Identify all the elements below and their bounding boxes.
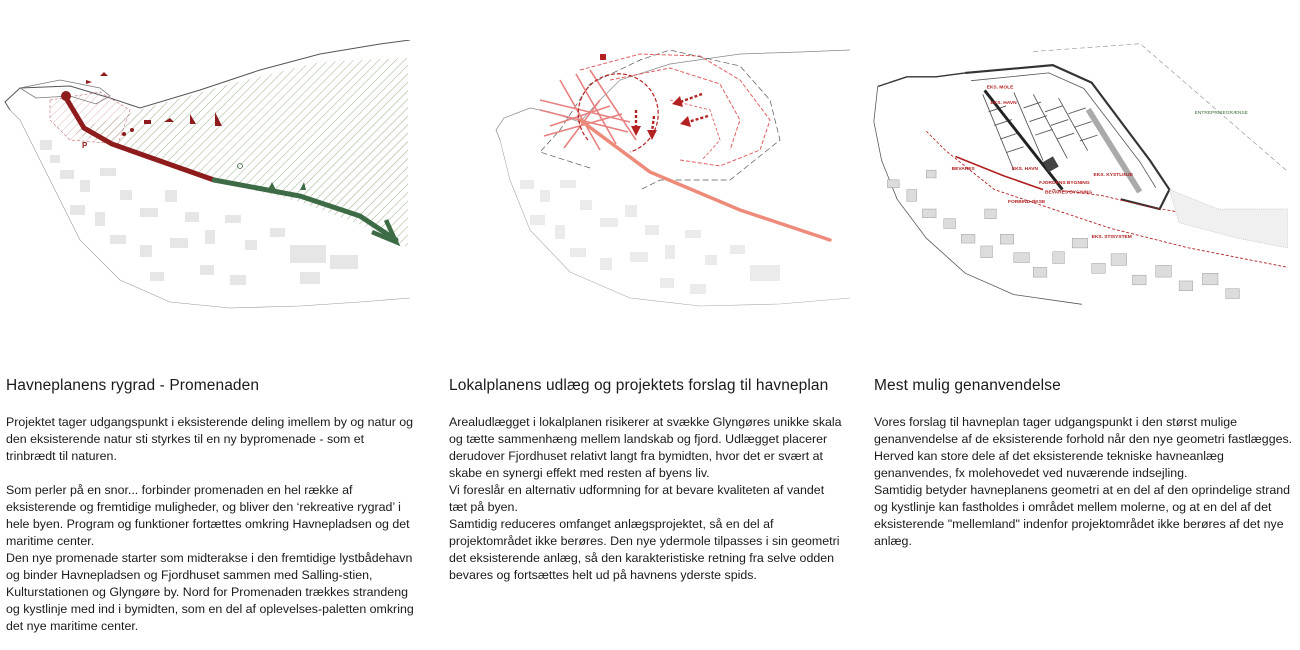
map-lokalplan bbox=[440, 40, 860, 310]
label-bevares: BEVARES bbox=[952, 166, 976, 172]
column-paragraph: Projektet tager udgangspunkt i eksistere… bbox=[6, 415, 414, 463]
coastline bbox=[4, 40, 411, 111]
program-icons: P bbox=[82, 72, 222, 150]
pontoons bbox=[982, 92, 1098, 171]
fjordhus-building bbox=[1042, 156, 1059, 173]
town-buildings bbox=[887, 169, 1240, 299]
lokalplan-extent bbox=[579, 53, 771, 167]
promenade-line bbox=[578, 118, 832, 242]
column-title: Lokalplanens udlæg og projektets forslag… bbox=[449, 377, 829, 394]
label-eks-kystlinje: EKS. KYSTLINJE bbox=[1094, 172, 1134, 178]
swimmer-icon bbox=[164, 118, 174, 122]
column-paragraph: Den nye promenade starter som midterakse… bbox=[6, 551, 414, 633]
label-bevares-bygning: BEVARES BYGNING bbox=[1045, 189, 1092, 195]
column-paragraph: Samtidig betyder havneplanens geometri a… bbox=[874, 483, 1291, 548]
inner-mole bbox=[971, 72, 1157, 188]
red-boundary bbox=[926, 130, 1288, 268]
column-paragraph: Samtidig reduceres omfanget anlægsprojek… bbox=[449, 517, 840, 582]
central-pier bbox=[983, 89, 1064, 191]
long-building bbox=[1085, 107, 1143, 194]
kiosk-icon bbox=[144, 120, 151, 124]
person-icon bbox=[130, 128, 134, 132]
column-promenade: Havneplanens rygrad - Promenaden Projekt… bbox=[6, 376, 416, 635]
person-icon bbox=[122, 132, 126, 136]
promenade-diagram: P bbox=[4, 40, 411, 309]
label-eks-mole: EKS. MOLE bbox=[987, 84, 1014, 90]
movement-arrows bbox=[631, 92, 709, 140]
column-title: Havneplanens rygrad - Promenaden bbox=[6, 377, 260, 394]
label-eks-havn-2: EKS. HAVN bbox=[1012, 166, 1039, 172]
coast-west bbox=[873, 86, 1082, 305]
lokalplan-extent-3 bbox=[669, 99, 721, 161]
town-buildings bbox=[520, 180, 780, 294]
label-forbind-okse: FORBIND ØKSE bbox=[1008, 199, 1046, 205]
column-lokalplan: Lokalplanens udlæg og projektets forslag… bbox=[449, 376, 844, 584]
label-fjordens-bygning: FJORDENS BYGNING bbox=[1039, 180, 1090, 186]
nature-icons bbox=[237, 163, 306, 190]
promenade-arrow bbox=[371, 219, 401, 247]
land-edge bbox=[9, 109, 411, 309]
label-entreprisegraense: ENTREPRISEGRÆNSE bbox=[1195, 110, 1249, 116]
fish-icon bbox=[86, 80, 92, 84]
column-paragraph: Vi foreslår en alternativ udformning for… bbox=[449, 483, 825, 514]
coastline bbox=[877, 72, 966, 88]
map-promenade: P bbox=[0, 40, 420, 310]
tree-icon bbox=[268, 182, 276, 190]
column-paragraph: Arealudlægget i lokalplanen risikerer at… bbox=[449, 415, 842, 480]
bike-icon bbox=[237, 163, 243, 169]
project-boundary bbox=[539, 49, 781, 191]
column-genanvendelse: Mest mulig genanvendelse Vores forslag t… bbox=[874, 376, 1299, 550]
coastline bbox=[495, 49, 851, 141]
label-eks-havn: EKS. HAVN bbox=[991, 100, 1018, 106]
lokalplan-extent-2 bbox=[609, 67, 741, 151]
promenade-start bbox=[61, 91, 71, 101]
column-paragraph: Vores forslag til havneplan tager udgang… bbox=[874, 415, 1293, 480]
town-buildings bbox=[40, 140, 358, 285]
person-walking-icon bbox=[300, 182, 306, 190]
parking-icon: P bbox=[82, 141, 88, 150]
harbour-zone bbox=[49, 91, 131, 145]
coastal-zone bbox=[1169, 189, 1288, 249]
sailboat-icon bbox=[190, 114, 196, 124]
pier-structure bbox=[539, 69, 637, 151]
lokalplan-diagram bbox=[495, 49, 851, 307]
fjordhus-marker bbox=[600, 54, 606, 60]
plane-icon bbox=[100, 72, 108, 76]
entreprise-boundary bbox=[1033, 43, 1287, 171]
map-genanvendelse: EKS. MOLE EKS. HAVN ENTREPRISEGRÆNSE BEV… bbox=[868, 40, 1288, 310]
label-eks-stisystem: EKS. STISYSTEM bbox=[1092, 234, 1132, 240]
column-title: Mest mulig genanvendelse bbox=[874, 377, 1061, 394]
column-paragraph: Som perler på en snor... forbinder prome… bbox=[6, 483, 410, 548]
promenade-green bbox=[211, 177, 399, 243]
genanvendelse-diagram: EKS. MOLE EKS. HAVN ENTREPRISEGRÆNSE BEV… bbox=[873, 43, 1288, 305]
sailboat-icon bbox=[215, 112, 222, 126]
land-edge bbox=[499, 139, 851, 307]
red-path bbox=[955, 155, 1044, 191]
nature-zone bbox=[70, 58, 408, 248]
promenade-red bbox=[63, 95, 217, 183]
